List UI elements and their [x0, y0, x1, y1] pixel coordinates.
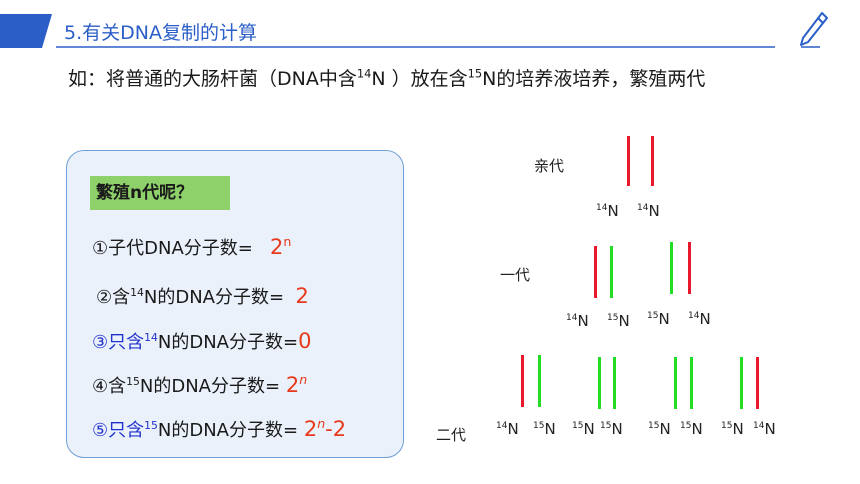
dna-strand-n15	[610, 246, 613, 298]
isotope-label: 15N	[648, 420, 671, 438]
page-title: 5.有关DNA复制的计算	[64, 22, 257, 44]
title-bar	[0, 14, 775, 48]
label-gen2: 二代	[436, 426, 467, 444]
answer-row-5: ⑤只含15N的DNA分子数= 2n-2	[92, 416, 347, 441]
pen-icon	[800, 12, 828, 48]
isotope-label: 15N	[607, 312, 630, 330]
isotope-label: 14N	[637, 202, 660, 220]
dna-strand-n15	[670, 242, 673, 294]
isotope-label: 14N	[688, 310, 711, 328]
isotope-label: 15N	[680, 420, 703, 438]
intro-text: 如：将普通的大肠杆菌（DNA中含14N ）放在含15N的培养液培养，繁殖两代	[68, 66, 706, 90]
answer-row-3: ③只含14N的DNA分子数=0	[92, 329, 312, 353]
dna-strand-n14	[756, 357, 759, 409]
dna-strand-n14	[651, 136, 654, 186]
answer-row-2: ②含14N的DNA分子数= 2	[96, 284, 309, 308]
isotope-label: 15N	[721, 420, 744, 438]
isotope-label: 14N	[566, 312, 589, 330]
isotope-label: 15N	[572, 420, 595, 438]
label-parent: 亲代	[534, 157, 565, 175]
dna-strand-n14	[521, 355, 524, 407]
dna-strand-n15	[598, 357, 601, 409]
dna-strand-n15	[690, 357, 693, 409]
dna-strand-n14	[688, 242, 691, 294]
dna-strand-n15	[613, 357, 616, 409]
isotope-label: 14N	[496, 420, 519, 438]
isotope-label: 14N	[596, 202, 619, 220]
label-gen1: 一代	[500, 266, 531, 284]
answer-row-1: ①子代DNA分子数= 2n	[92, 234, 292, 259]
answer-row-4: ④含15N的DNA分子数= 2n	[92, 372, 308, 397]
dna-strand-n15	[674, 357, 677, 409]
isotope-label: 14N	[753, 420, 776, 438]
question-label: 繁殖n代呢？	[90, 176, 230, 210]
dna-strand-n15	[740, 357, 743, 409]
dna-strand-n15	[538, 355, 541, 407]
dna-strand-n14	[627, 136, 630, 186]
isotope-label: 15N	[600, 420, 623, 438]
isotope-label: 15N	[533, 420, 556, 438]
isotope-label: 15N	[647, 310, 670, 328]
dna-strand-n14	[594, 246, 597, 298]
